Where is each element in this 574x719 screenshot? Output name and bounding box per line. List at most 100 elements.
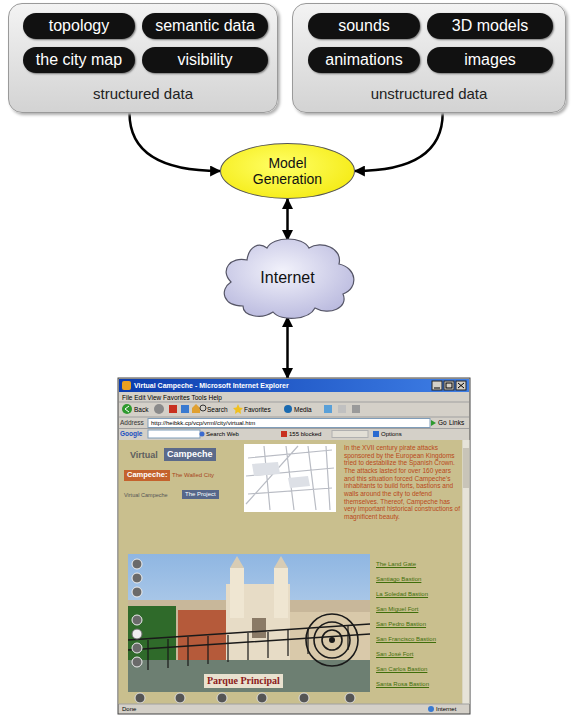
scrollbar <box>463 440 470 704</box>
drawing-circle <box>306 614 358 666</box>
page-link: San Carlos Bastion <box>376 666 427 673</box>
drawing-path <box>458 383 464 388</box>
drawing-circle <box>217 693 227 703</box>
source-label: images <box>464 51 516 69</box>
label-holder: Address <box>120 419 144 427</box>
drawing-path <box>125 406 129 412</box>
data-source-pill: semantic data <box>142 13 268 39</box>
screen-text: Google <box>120 430 142 438</box>
title-bar <box>119 379 469 392</box>
drawing-circle <box>132 559 142 569</box>
drawing-rect <box>128 660 370 692</box>
drawing-rect <box>444 381 454 390</box>
cloud-shape <box>224 239 354 318</box>
page-link: Santiago Bastion <box>376 576 421 583</box>
screen-text: Internet <box>436 706 456 713</box>
label-holder: Search <box>207 406 228 414</box>
data-source-pill: visibility <box>142 47 268 73</box>
drawing-path <box>274 556 288 568</box>
drawing-circle <box>257 693 267 703</box>
screen-text: 155 blocked <box>289 431 321 438</box>
source-label: the city map <box>36 51 122 69</box>
drawing-path <box>192 404 200 413</box>
drawing-rect <box>181 405 189 413</box>
city-map <box>244 444 336 512</box>
process-label: Model Generation <box>242 155 334 187</box>
drawing-path <box>252 462 310 488</box>
data-source-pill: 3D models <box>427 13 553 39</box>
drawing-rect <box>252 618 266 638</box>
data-group-panel: structured datatopologysemantic datathe … <box>8 3 278 113</box>
screen-text: Parque Principal <box>204 674 283 688</box>
separator <box>119 417 469 418</box>
label-holder: San José Fort <box>376 651 413 658</box>
drawing-rect <box>338 405 346 413</box>
flow-arrow <box>355 113 443 171</box>
source-label: sounds <box>338 17 390 35</box>
process-ellipse: Model Generation <box>220 143 355 199</box>
drawing-circle <box>314 622 350 658</box>
drawing-rect <box>230 568 244 618</box>
label-holder: Google <box>120 430 142 438</box>
separator <box>119 428 469 429</box>
drawing-circle <box>322 630 342 650</box>
page-link: Santa Rosa Bastion <box>376 681 429 688</box>
source-label: topology <box>49 17 110 35</box>
browser-window-node: Virtual Campeche - Microsoft Internet Ex… <box>118 378 470 714</box>
window-title: Virtual Campeche - Microsoft Internet Ex… <box>134 381 470 390</box>
drawing-path <box>128 624 370 650</box>
data-source-pill: topology <box>23 13 135 39</box>
drawing-circle <box>122 404 132 414</box>
screen-text: Back <box>134 406 148 414</box>
label-holder: Parque Principal <box>204 674 283 688</box>
source-label: visibility <box>177 51 232 69</box>
flow-arrow <box>286 317 289 378</box>
label-holder: San Miguel Fort <box>376 606 418 613</box>
label-holder: La Soledad Bastion <box>376 591 428 598</box>
source-label: animations <box>325 51 402 69</box>
label-holder: The Project <box>182 490 219 499</box>
window-buttons <box>432 381 466 390</box>
city-photo <box>128 554 370 692</box>
cloud-label: Internet <box>260 269 314 287</box>
label-holder: Media <box>294 406 312 414</box>
drawing-rect <box>274 568 288 618</box>
options-icon <box>373 431 379 437</box>
drawing-rect <box>324 405 332 413</box>
screen-text: Done <box>122 706 136 713</box>
data-group-panel: unstructured data sounds 3D models animatio… <box>292 3 566 113</box>
search-box <box>148 430 200 438</box>
label-holder: Santiago Bastion <box>376 576 421 583</box>
drawing-circle <box>132 657 142 667</box>
screen-text: Favorites <box>244 406 271 414</box>
drawing-circle <box>329 637 335 643</box>
screen-text: Virtual <box>130 450 158 461</box>
screen-text: Links <box>449 419 464 427</box>
scroll-thumb <box>463 448 469 488</box>
label-holder: San Carlos Bastion <box>376 666 427 673</box>
label-holder: Options <box>381 431 402 438</box>
drawing-circle <box>154 404 164 414</box>
drawing-circle <box>175 693 185 703</box>
label-holder: San Pedro Bastion <box>376 621 426 628</box>
blocker-icon <box>281 431 287 437</box>
screen-text: Go <box>438 419 447 427</box>
screen-text: Address <box>120 419 144 427</box>
screen-text: Virtual Campeche <box>124 492 168 498</box>
screen-text: Campeche: <box>124 470 170 481</box>
label-holder: File Edit View Favorites Tools Help <box>122 394 222 402</box>
drawing-path <box>233 404 243 414</box>
label-holder: Virtual Campeche <box>124 492 168 498</box>
drawing-line <box>434 388 440 389</box>
disabled-button <box>332 431 368 438</box>
drawing-circle <box>284 405 292 413</box>
address-box <box>148 419 430 428</box>
group-title: unstructured data <box>371 85 488 102</box>
screen-text: Search Web <box>206 431 239 438</box>
drawing-circle <box>345 693 355 703</box>
source-label: 3D models <box>452 17 528 35</box>
drawing-circle <box>135 693 145 703</box>
screen-text: The Project <box>182 490 219 499</box>
drawing-circle <box>132 643 142 653</box>
